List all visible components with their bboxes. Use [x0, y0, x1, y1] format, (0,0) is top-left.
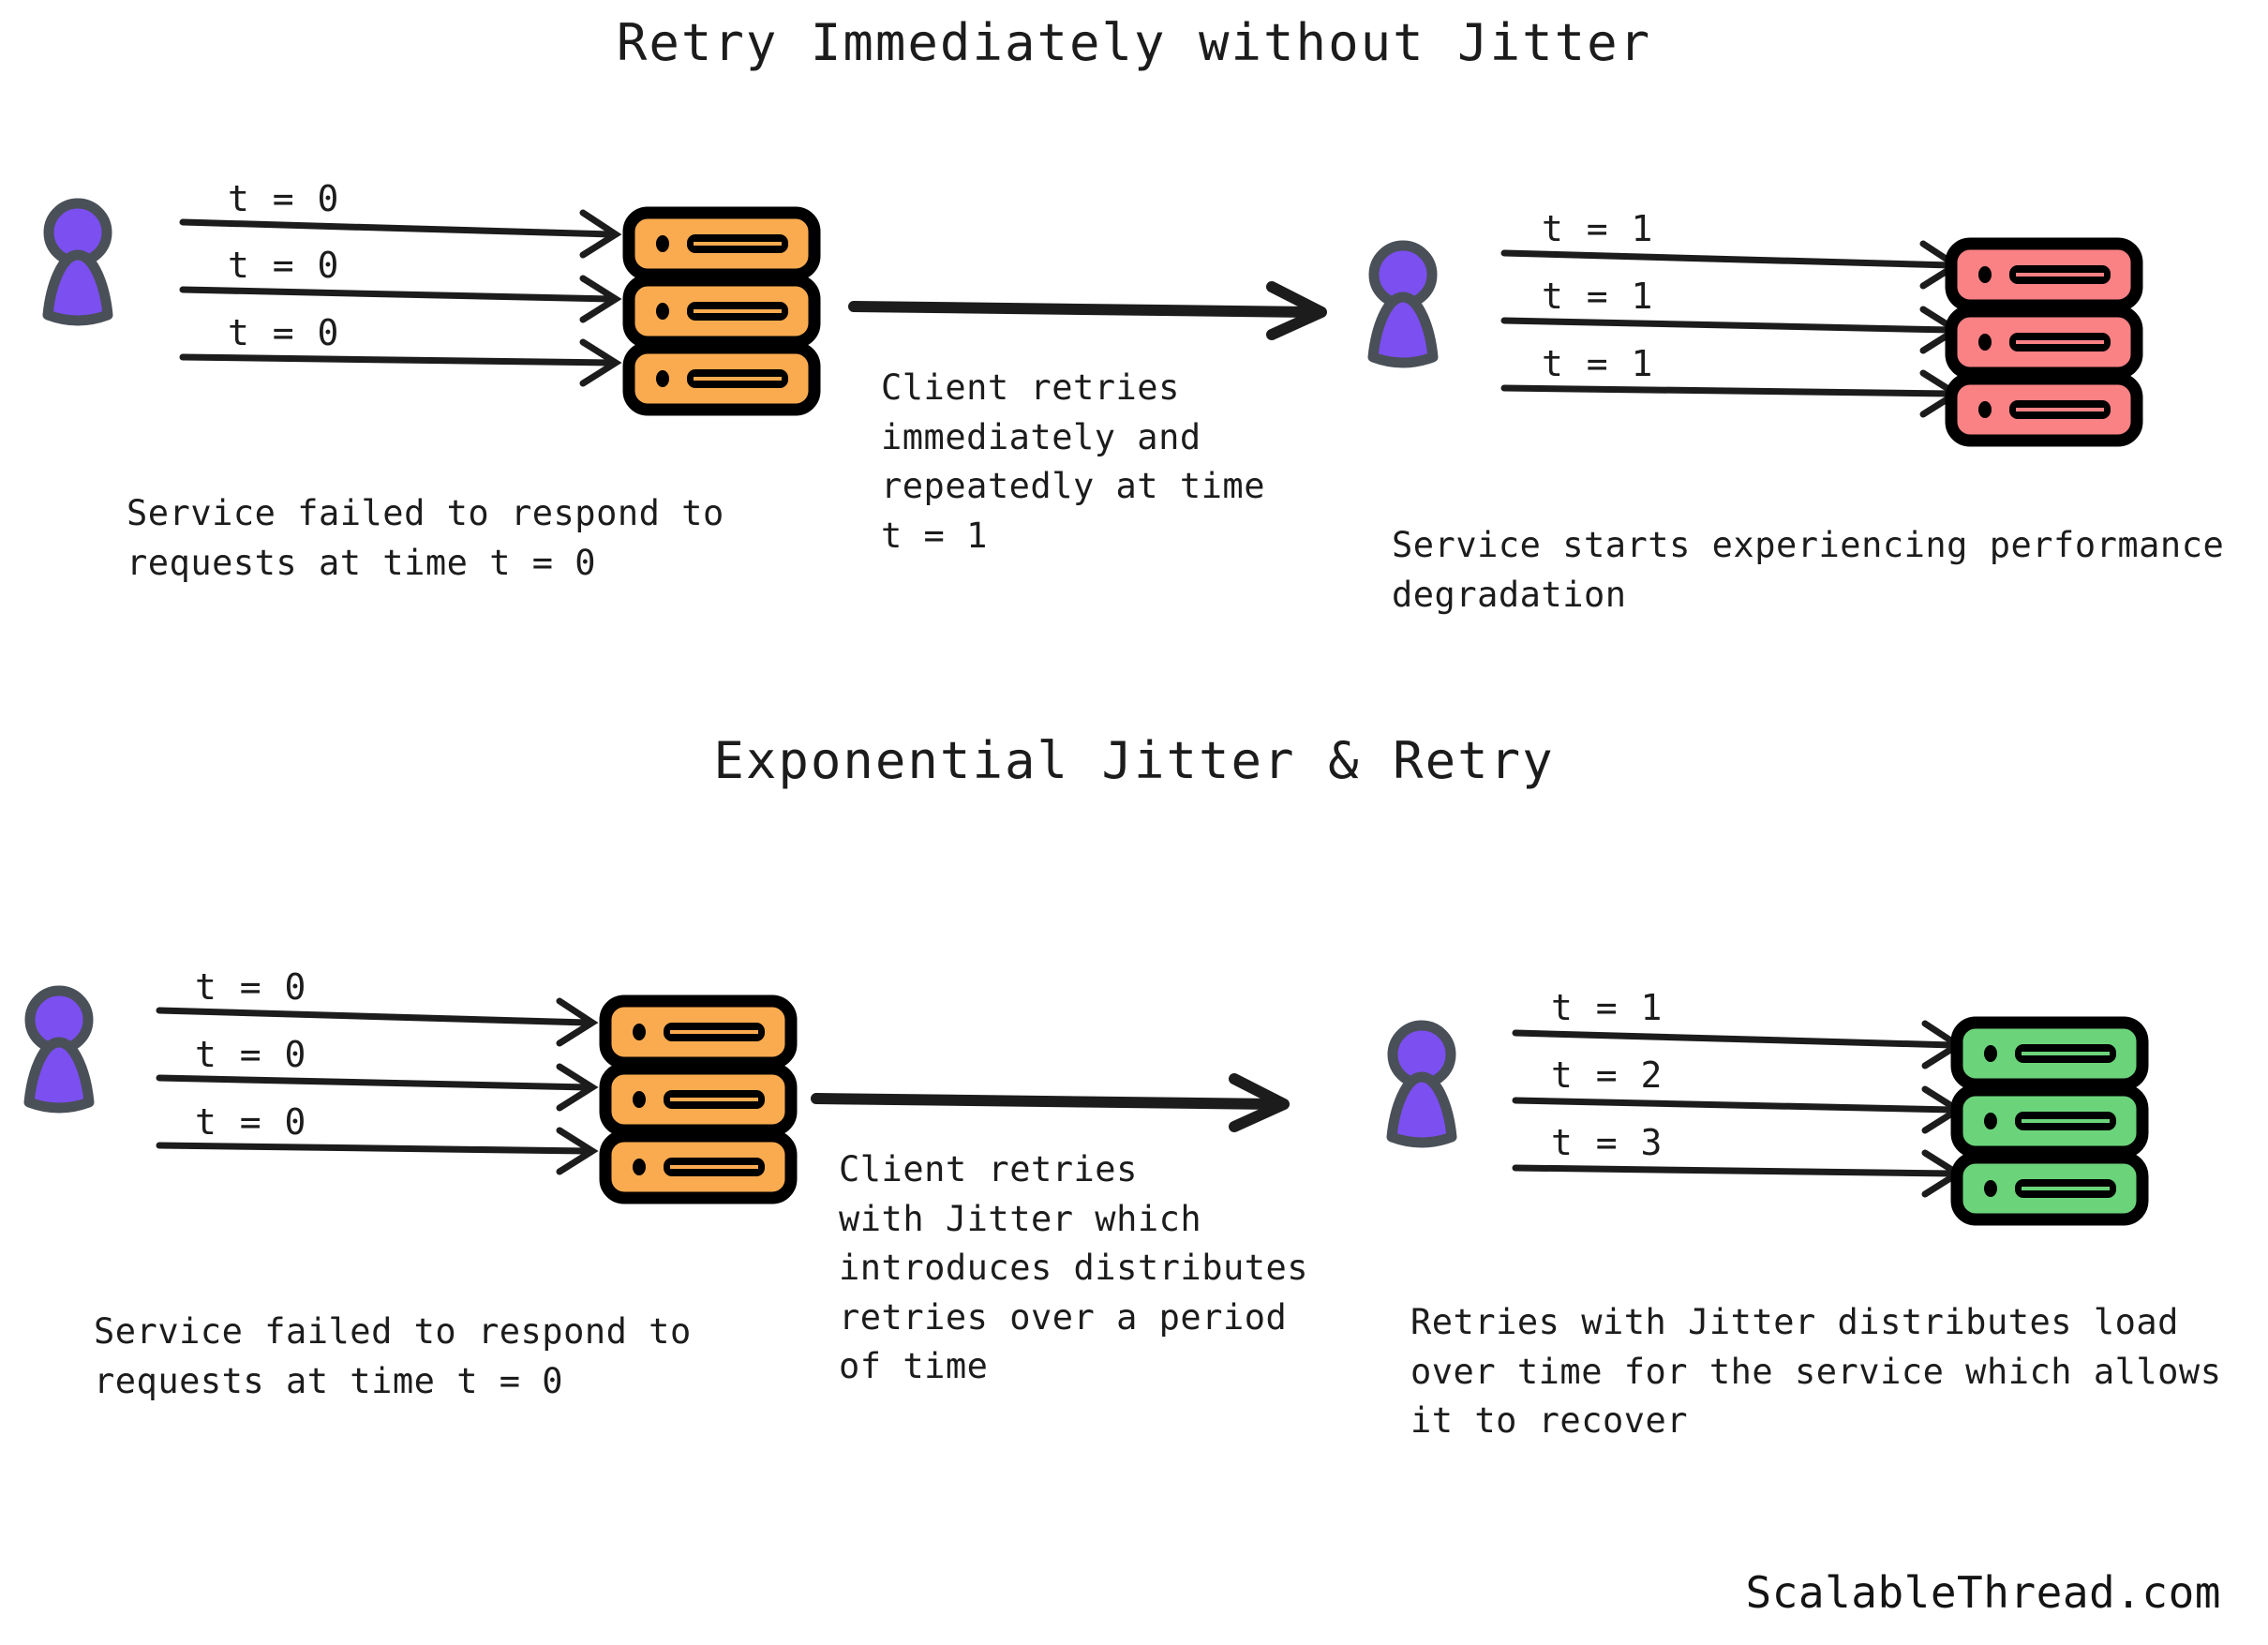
- request-label: t = 0: [228, 178, 340, 219]
- client-person-icon: [36, 197, 120, 328]
- long-right-arrow-icon: [848, 281, 1335, 340]
- request-label: t = 3: [1551, 1122, 1664, 1163]
- request-arrows-group: [1500, 232, 1968, 420]
- section-title-exponential-jitter-retry: Exponential Jitter & Retry: [713, 731, 1555, 790]
- server-stack-icon: [1950, 1016, 2149, 1226]
- request-label: t = 1: [1542, 208, 1654, 249]
- server-stack-icon: [1945, 237, 2143, 447]
- request-label: t = 0: [195, 1034, 307, 1075]
- server-stack-icon: [622, 206, 821, 416]
- long-right-arrow-icon: [811, 1073, 1298, 1132]
- client-person-icon: [17, 984, 101, 1115]
- request-arrows-group: [178, 202, 628, 389]
- request-label: t = 1: [1551, 987, 1664, 1028]
- request-label: t = 1: [1542, 343, 1654, 384]
- section-title-retry-without-jitter: Retry Immediately without Jitter: [616, 13, 1652, 72]
- request-label: t = 0: [228, 245, 340, 286]
- left-caption: Service failed to respond to requests at…: [94, 1311, 692, 1401]
- client-person-icon: [1361, 239, 1445, 370]
- request-arrows-group: [1511, 1012, 1970, 1200]
- left-caption: Service failed to respond to requests at…: [127, 493, 724, 583]
- request-label: t = 0: [195, 1101, 307, 1143]
- middle-caption: Client retries with Jitter which introdu…: [839, 1149, 1309, 1387]
- request-arrows-group: [155, 990, 604, 1177]
- client-person-icon: [1380, 1019, 1464, 1150]
- request-label: t = 1: [1542, 276, 1654, 317]
- server-stack-icon: [599, 994, 798, 1204]
- request-label: t = 0: [228, 312, 340, 353]
- site-watermark: ScalableThread.com: [1745, 1567, 2221, 1618]
- middle-caption: Client retries immediately and repeatedl…: [881, 367, 1265, 556]
- request-label: t = 0: [195, 966, 307, 1008]
- request-label: t = 2: [1551, 1054, 1664, 1096]
- right-caption: Retries with Jitter distributes load ove…: [1410, 1302, 2222, 1442]
- right-caption: Service starts experiencing performance …: [1392, 525, 2225, 615]
